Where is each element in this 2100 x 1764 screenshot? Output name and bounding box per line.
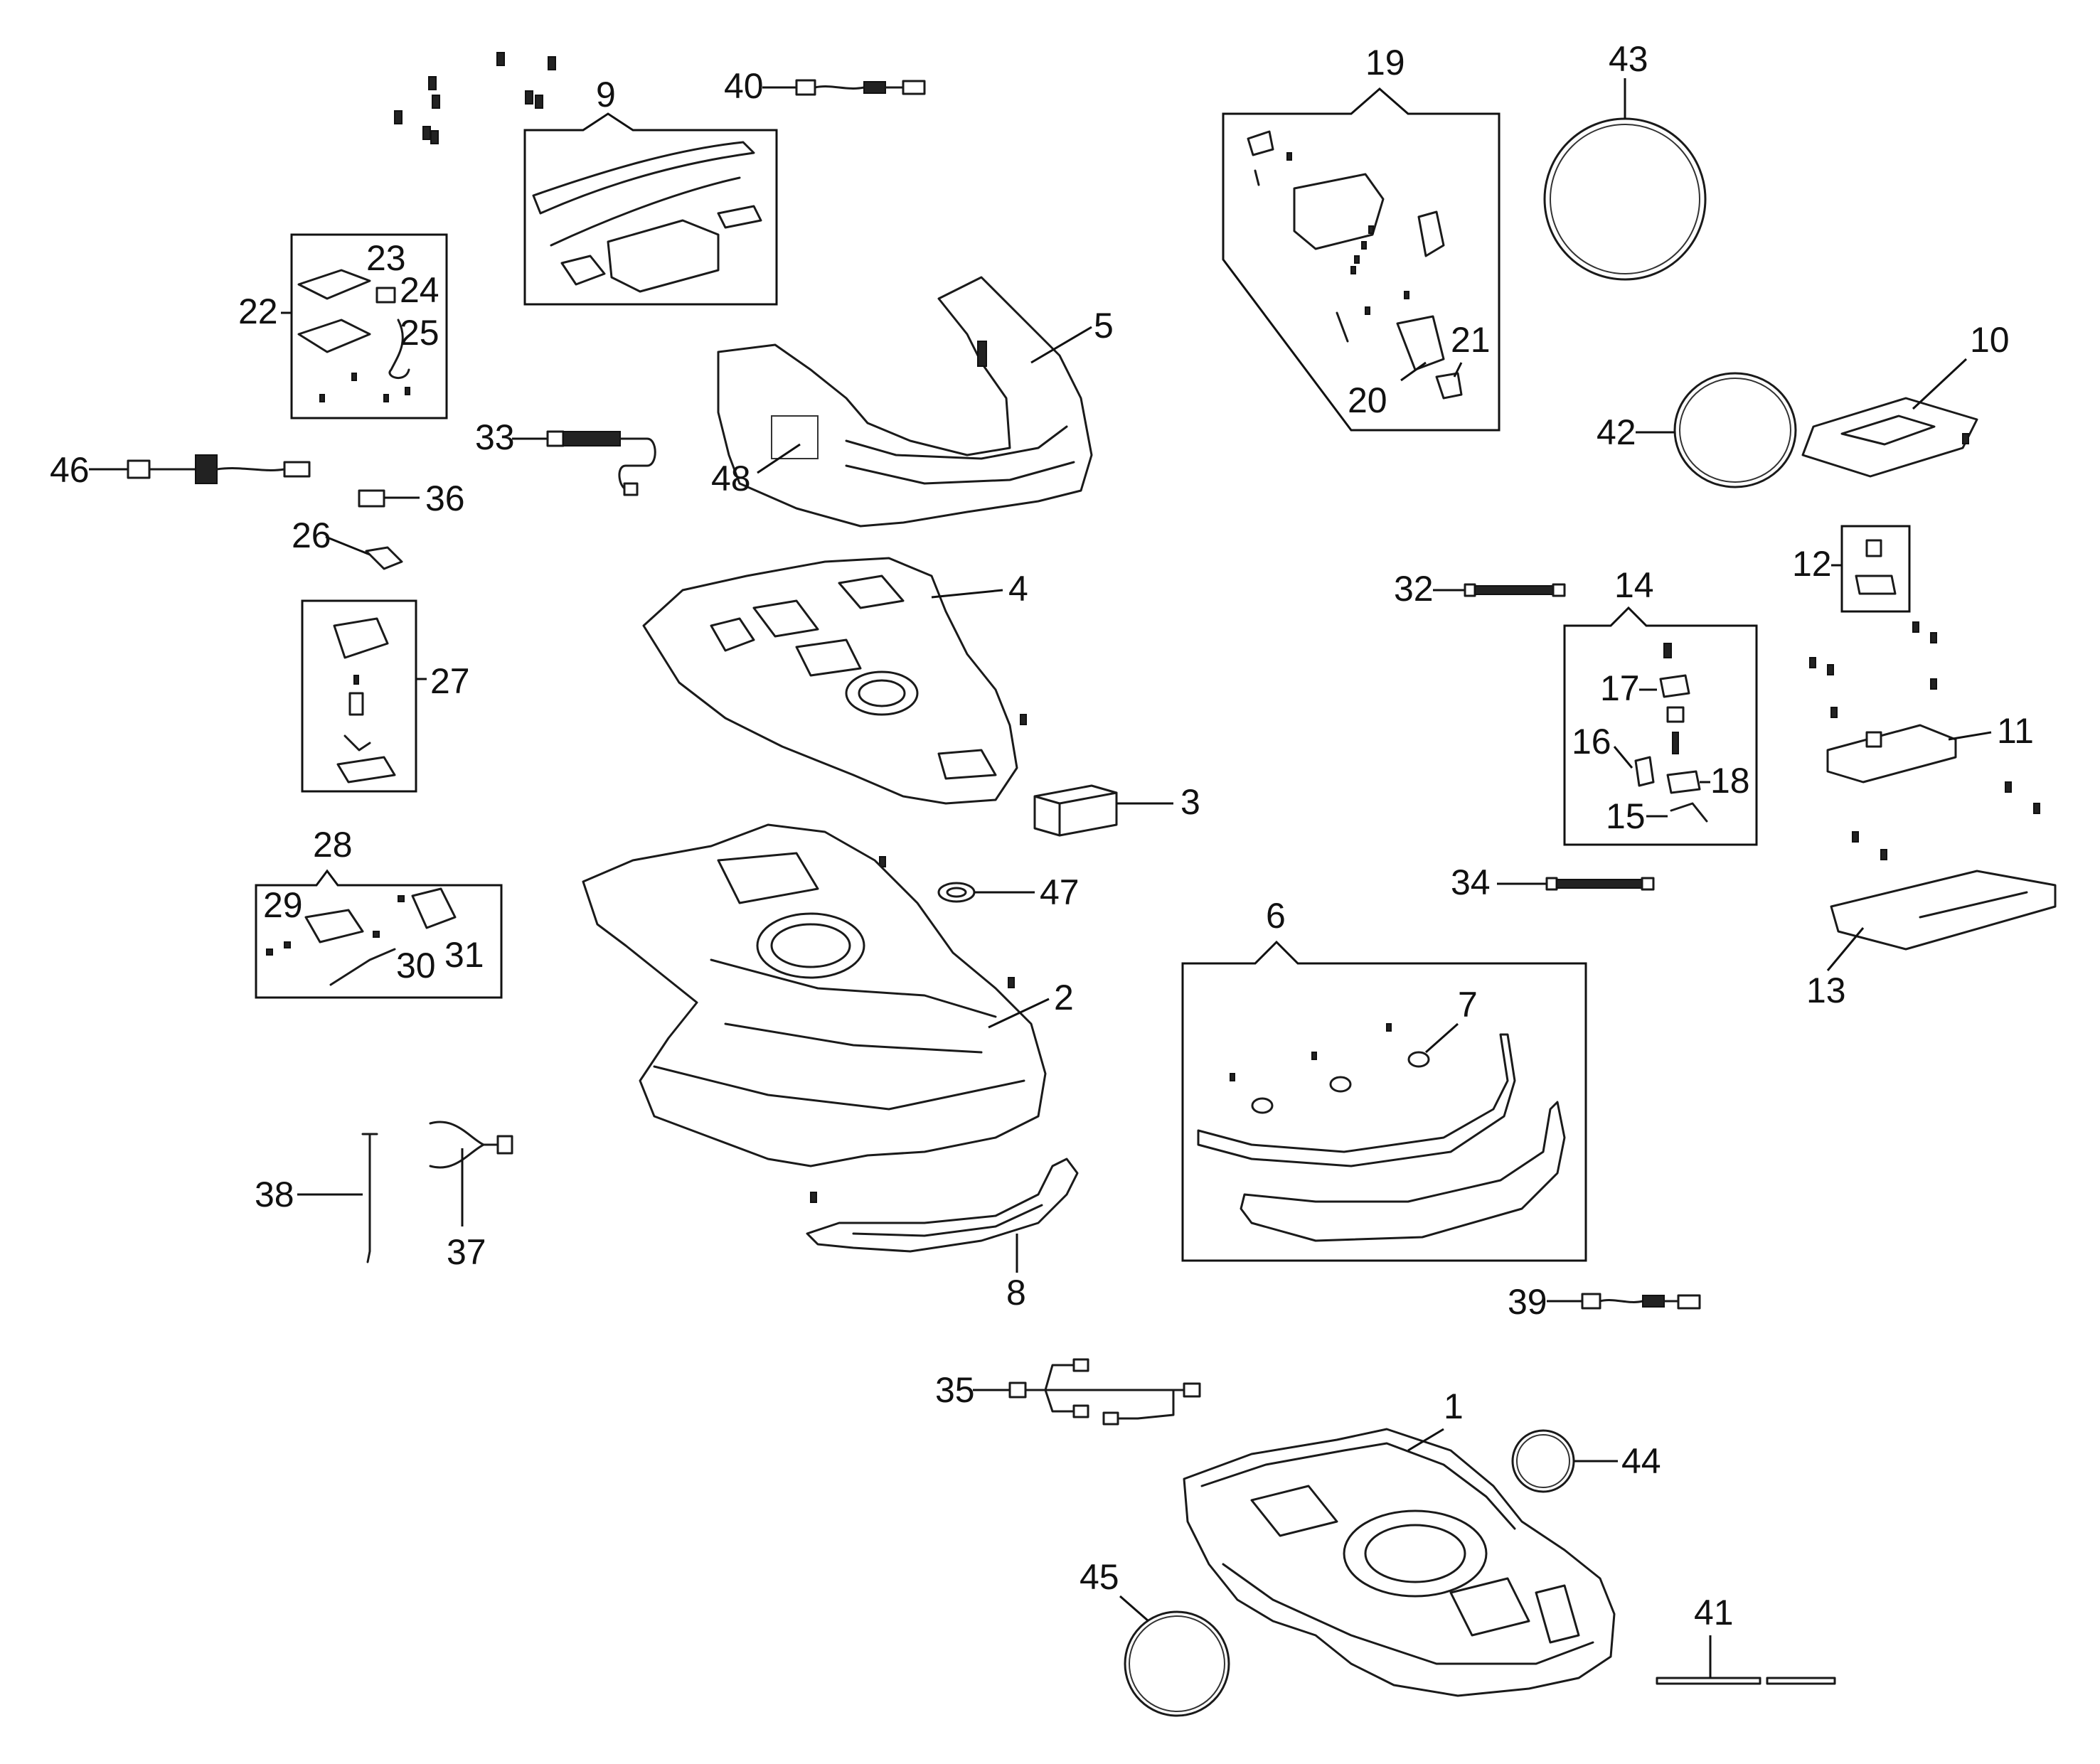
part-43-ring xyxy=(1543,78,1707,281)
callout-17: 17 xyxy=(1600,668,1640,708)
part-10-plate xyxy=(1801,358,1978,478)
part-1-base-housing xyxy=(1183,1428,1616,1697)
callout-37: 37 xyxy=(447,1232,486,1272)
callout-18: 18 xyxy=(1710,761,1750,801)
callout-22: 22 xyxy=(238,292,278,331)
callout-39: 39 xyxy=(1508,1282,1547,1322)
callout-6: 6 xyxy=(1266,896,1286,936)
part-13-control-board xyxy=(1826,831,2057,971)
part-46-cable xyxy=(89,454,311,484)
callout-43: 43 xyxy=(1609,39,1648,79)
callout-9: 9 xyxy=(596,75,616,114)
part-3-battery xyxy=(1033,784,1173,837)
part-42-ring xyxy=(1636,372,1797,488)
callout-1: 1 xyxy=(1444,1386,1464,1426)
part-27-group xyxy=(301,599,427,793)
part-45-ring xyxy=(1119,1595,1230,1717)
callout-19: 19 xyxy=(1365,43,1405,82)
callout-28: 28 xyxy=(313,825,353,865)
callout-41: 41 xyxy=(1694,1593,1734,1632)
callout-25: 25 xyxy=(400,313,439,353)
part-39-cable xyxy=(1547,1293,1701,1310)
part-4-upper-housing xyxy=(642,557,1027,805)
part-41-strips xyxy=(1656,1635,1836,1685)
callout-12: 12 xyxy=(1792,544,1832,584)
callout-20: 20 xyxy=(1348,380,1387,420)
callout-45: 45 xyxy=(1080,1557,1119,1597)
callout-23: 23 xyxy=(366,238,406,278)
callout-8: 8 xyxy=(1006,1273,1026,1313)
part-8-front-strip xyxy=(806,1158,1079,1273)
callout-46: 46 xyxy=(50,450,90,490)
part-36-connector xyxy=(358,489,420,508)
callout-47: 47 xyxy=(1040,872,1080,912)
callout-26: 26 xyxy=(292,515,331,555)
part-2-chassis xyxy=(582,823,1050,1167)
callout-7: 7 xyxy=(1458,985,1478,1025)
callout-13: 13 xyxy=(1806,971,1846,1010)
callout-42: 42 xyxy=(1597,412,1636,452)
part-5-top-cover xyxy=(717,276,1093,528)
callout-24: 24 xyxy=(400,270,439,310)
callout-2: 2 xyxy=(1054,978,1074,1017)
callout-34: 34 xyxy=(1451,862,1491,902)
part-34-cable xyxy=(1497,877,1655,891)
callout-10: 10 xyxy=(1970,320,2010,360)
callout-14: 14 xyxy=(1614,565,1654,605)
callout-11: 11 xyxy=(1997,711,2034,751)
part-40-cable xyxy=(762,79,926,96)
callout-33: 33 xyxy=(475,417,515,457)
callout-31: 31 xyxy=(444,935,484,975)
callout-15: 15 xyxy=(1606,796,1646,836)
part-35-harness xyxy=(973,1358,1201,1426)
callout-35: 35 xyxy=(935,1370,975,1410)
callout-5: 5 xyxy=(1094,306,1114,346)
callout-30: 30 xyxy=(396,946,436,985)
part-6-group xyxy=(1181,940,1587,1262)
part-12-group xyxy=(1831,525,1911,613)
callout-16: 16 xyxy=(1572,722,1611,761)
callout-27: 27 xyxy=(430,661,470,701)
callout-32: 32 xyxy=(1394,569,1434,609)
part-26-clip xyxy=(325,535,403,570)
part-44-ring xyxy=(1511,1429,1618,1493)
part-9-group xyxy=(523,112,778,306)
callout-36: 36 xyxy=(425,479,465,518)
part-37-clamp xyxy=(429,1121,513,1226)
callout-4: 4 xyxy=(1008,569,1028,609)
part-38-stake xyxy=(297,1133,378,1263)
callout-38: 38 xyxy=(255,1175,294,1214)
callout-44: 44 xyxy=(1621,1441,1661,1481)
callout-40: 40 xyxy=(724,66,764,106)
callout-21: 21 xyxy=(1451,320,1491,360)
callout-29: 29 xyxy=(263,885,303,925)
part-33-cable xyxy=(512,430,656,496)
part-32-cable xyxy=(1433,583,1566,597)
part-28-group xyxy=(255,869,503,999)
loose-screws-top xyxy=(394,52,556,144)
part-22-group xyxy=(281,233,448,419)
part-19-group xyxy=(1222,87,1501,432)
part-14-group xyxy=(1563,606,1758,846)
part-11-board xyxy=(1809,621,2040,814)
part-47-washer xyxy=(879,856,1035,903)
callout-48: 48 xyxy=(711,459,751,498)
callout-3: 3 xyxy=(1180,782,1200,822)
